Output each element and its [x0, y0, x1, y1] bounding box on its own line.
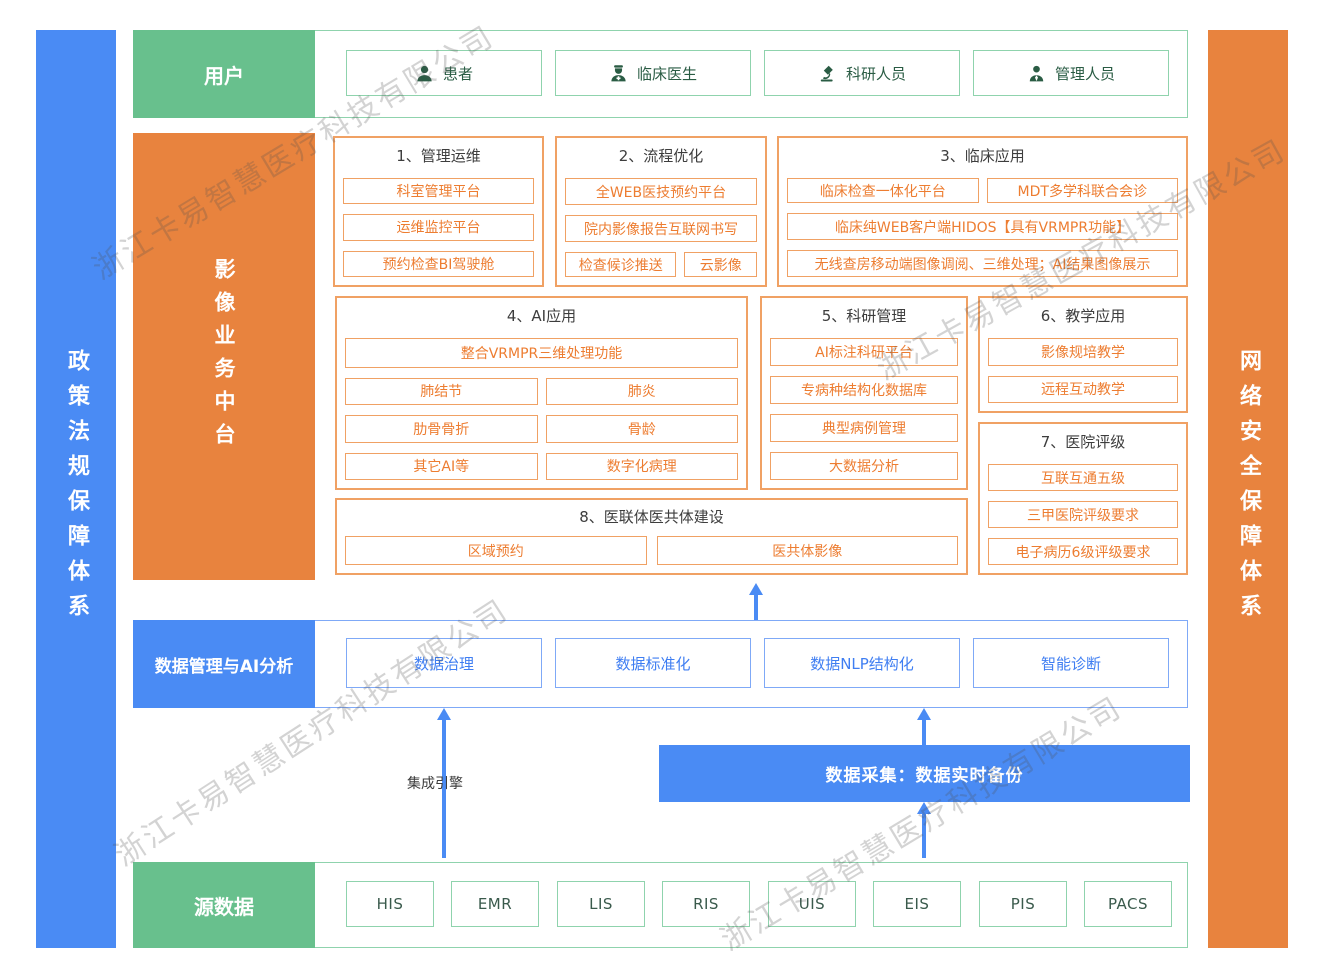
integration-engine-label: 集成引擎 — [407, 776, 463, 792]
section-item: 三甲医院评级要求 — [988, 501, 1178, 528]
admin-icon — [1029, 65, 1044, 81]
section-research-management: 5、科研管理 AI标注科研平台 专病种结构化数据库 典型病例管理 大数据分析 — [760, 296, 968, 490]
section-item: 互联互通五级 — [988, 464, 1178, 491]
section-split-row: 检查候诊推送 云影像 — [565, 252, 757, 277]
section-item: 运维监控平台 — [343, 214, 534, 241]
section-management-ops: 1、管理运维 科室管理平台 运维监控平台 预约检查BI驾驶舱 — [333, 136, 544, 287]
section-title: 1、管理运维 — [396, 147, 481, 165]
user-box-admin: 管理人员 — [973, 50, 1169, 96]
section-process-optimization: 2、流程优化 全WEB医技预约平台 院内影像报告互联网书写 检查候诊推送 云影像 — [555, 136, 767, 287]
arrow-line — [442, 718, 446, 858]
data-mgmt-row-label: 数据管理与AI分析 — [133, 620, 315, 708]
source-row-label: 源数据 — [133, 862, 315, 948]
section-item: 远程互动教学 — [988, 375, 1178, 403]
patient-icon — [417, 65, 432, 81]
arrow-head-icon — [749, 583, 763, 595]
integration-engine-arrow — [437, 708, 451, 858]
section-item: 肺结节 — [345, 377, 538, 405]
user-box-patient: 患者 — [346, 50, 542, 96]
section-split-row: 临床检查一体化平台 MDT多学科联合会诊 — [787, 178, 1178, 203]
arrow-head-icon — [437, 708, 451, 720]
network-security-sidebar: 网络安全保障体系 — [1208, 30, 1288, 948]
source-box-lis: LIS — [557, 881, 645, 927]
section-teaching-application: 6、教学应用 影像规培教学 远程互动教学 — [978, 296, 1188, 413]
arrow-line — [754, 593, 758, 620]
section-item: 无线查房移动端图像调阅、三维处理；AI结果图像展示 — [787, 250, 1178, 277]
smart-diagnosis-box: 智能诊断 — [973, 638, 1169, 688]
section-item: 临床纯WEB客户端HIDOS【具有VRMPR功能】 — [787, 213, 1178, 240]
source-box-uis: UIS — [768, 881, 856, 927]
section-item: 预约检查BI驾驶舱 — [343, 250, 534, 277]
arrow-head-icon — [917, 802, 931, 814]
section-item: 检查候诊推送 — [565, 252, 677, 277]
section-item: 影像规培教学 — [988, 338, 1178, 366]
policy-regulation-label: 政策法规保障体系 — [64, 349, 89, 629]
section-title: 8、医联体医共体建设 — [579, 508, 724, 526]
section-hospital-rating: 7、医院评级 互联互通五级 三甲医院评级要求 电子病历6级评级要求 — [978, 422, 1188, 575]
section-item: 骨龄 — [545, 415, 738, 443]
up-arrow — [917, 708, 931, 745]
section-split-row: 肋骨骨折 骨龄 — [345, 415, 738, 443]
source-box-eis: EIS — [873, 881, 961, 927]
section-title: 2、流程优化 — [618, 147, 704, 165]
section-item: 电子病历6级评级要求 — [988, 538, 1178, 565]
section-item: 大数据分析 — [770, 452, 958, 480]
user-label: 临床医生 — [636, 64, 697, 83]
policy-regulation-sidebar: 政策法规保障体系 — [36, 30, 116, 948]
section-split-row: 其它AI等 数字化病理 — [345, 452, 738, 480]
section-item: 全WEB医技预约平台 — [565, 178, 757, 205]
source-box-pacs: PACS — [1084, 881, 1172, 927]
section-item: MDT多学科联合会诊 — [986, 178, 1178, 203]
section-item: 科室管理平台 — [343, 178, 534, 205]
section-item: 典型病例管理 — [770, 414, 958, 442]
data-nlp-box: 数据NLP结构化 — [764, 638, 960, 688]
users-row-label: 用户 — [133, 30, 315, 118]
section-medical-consortium: 8、医联体医共体建设 区域预约 医共体影像 — [335, 498, 968, 575]
source-box-pis: PIS — [979, 881, 1067, 927]
section-item: 其它AI等 — [345, 452, 538, 480]
section-item: 区域预约 — [345, 536, 647, 565]
up-arrow — [749, 583, 763, 620]
user-box-clinician: 临床医生 — [555, 50, 751, 96]
user-label: 科研人员 — [845, 64, 906, 83]
section-item: 临床检查一体化平台 — [787, 178, 979, 203]
source-box-ris: RIS — [662, 881, 750, 927]
microscope-icon — [820, 65, 833, 81]
network-security-label: 网络安全保障体系 — [1236, 349, 1261, 629]
doctor-icon — [611, 64, 626, 81]
section-split-row: 区域预约 医共体影像 — [345, 536, 958, 565]
platform-label-block: 影像业务中台 — [133, 133, 315, 580]
section-item: 数字化病理 — [545, 452, 738, 480]
section-item: 肋骨骨折 — [345, 415, 538, 443]
data-governance-box: 数据治理 — [346, 638, 542, 688]
section-split-row: 肺结节 肺炎 — [345, 377, 738, 405]
source-box-emr: EMR — [451, 881, 539, 927]
up-arrow — [917, 802, 931, 858]
user-label: 患者 — [442, 64, 473, 83]
section-item: 云影像 — [684, 252, 757, 277]
section-item: 整合VRMPR三维处理功能 — [345, 338, 738, 368]
section-ai-application: 4、AI应用 整合VRMPR三维处理功能 肺结节 肺炎 肋骨骨折 骨龄 其它AI… — [335, 296, 748, 490]
data-standardization-box: 数据标准化 — [555, 638, 751, 688]
source-box-his: HIS — [346, 881, 434, 927]
section-title: 5、科研管理 — [821, 307, 907, 325]
section-clinical-application: 3、临床应用 临床检查一体化平台 MDT多学科联合会诊 临床纯WEB客户端HID… — [777, 136, 1188, 287]
user-box-researcher: 科研人员 — [764, 50, 960, 96]
section-item: 医共体影像 — [656, 536, 958, 565]
section-title: 3、临床应用 — [940, 147, 1025, 165]
section-item: 肺炎 — [545, 377, 738, 405]
platform-label: 影像业务中台 — [212, 257, 236, 456]
data-collection-bar: 数据采集：数据实时备份 — [659, 745, 1190, 802]
section-title: 6、教学应用 — [1040, 307, 1126, 325]
section-item: 院内影像报告互联网书写 — [565, 215, 757, 242]
section-title: 7、医院评级 — [1040, 433, 1126, 451]
section-title: 4、AI应用 — [506, 307, 577, 325]
arrow-line — [922, 718, 926, 745]
section-item: AI标注科研平台 — [770, 338, 958, 366]
user-label: 管理人员 — [1054, 64, 1115, 83]
arrow-head-icon — [917, 708, 931, 720]
section-item: 专病种结构化数据库 — [770, 376, 958, 404]
arrow-line — [922, 812, 926, 858]
